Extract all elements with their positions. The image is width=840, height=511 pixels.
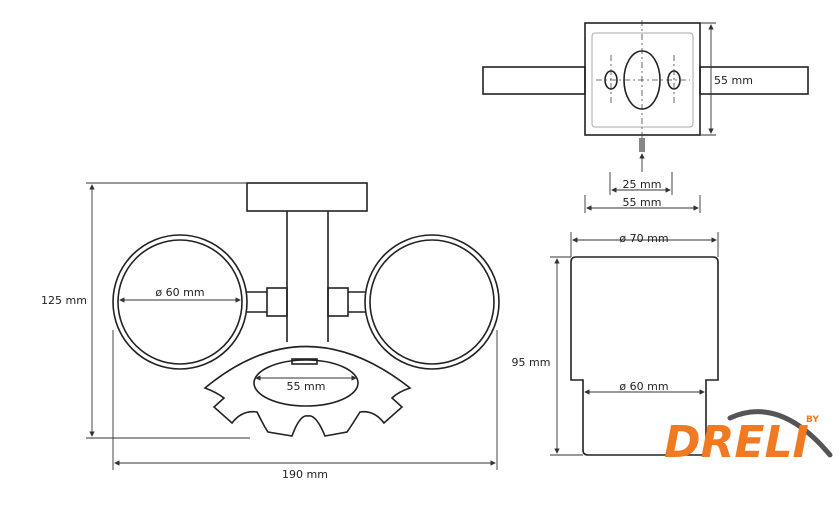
wall-mount-cap (246, 182, 368, 212)
cup-height-dimension: 95 mm (512, 356, 551, 369)
top-diameter-dimension: ø 70 mm (619, 232, 668, 245)
cup-ring-dimension: ø 60 mm (155, 286, 204, 299)
soap-dish-tab (291, 358, 318, 365)
logo-text: DRELI (664, 417, 809, 468)
front-view: ø 60 mm 55 mm 125 mm 190 mm (41, 182, 500, 481)
cup-view: ø 70 mm ø 60 mm 95 mm (512, 232, 719, 456)
width-dimension: 190 mm (282, 468, 328, 481)
plate-width-dimension: 55 mm (623, 196, 662, 209)
mount-plate-inner (591, 32, 694, 128)
right-cup-ring-outer (364, 234, 500, 370)
left-cup-ring-outer (112, 234, 248, 370)
right-cup-ring-inner (369, 239, 495, 365)
set-screw (639, 138, 645, 152)
soap-dish-dimension: 55 mm (287, 380, 326, 393)
left-cup-ring-inner (117, 239, 243, 365)
top-view: 55 mm 25 mm 55 mm (482, 20, 809, 213)
hole-spacing-dimension: 25 mm (623, 178, 662, 191)
logo-swoosh (727, 409, 833, 458)
cup-outline (570, 256, 719, 456)
logo-by: BY (806, 415, 819, 425)
soap-dish-opening (253, 359, 359, 407)
left-collar (266, 287, 288, 317)
bottom-diameter-dimension: ø 60 mm (619, 380, 668, 393)
right-collar (327, 287, 349, 317)
left-arm (482, 66, 586, 95)
center-post (286, 211, 329, 342)
arms (246, 291, 366, 313)
height-dimension: 125 mm (41, 294, 87, 307)
mount-plate (584, 22, 701, 136)
soap-dish (203, 345, 412, 437)
dreli-logo: DRELI BY (664, 409, 833, 468)
depth-dimension: 55 mm (714, 74, 753, 87)
